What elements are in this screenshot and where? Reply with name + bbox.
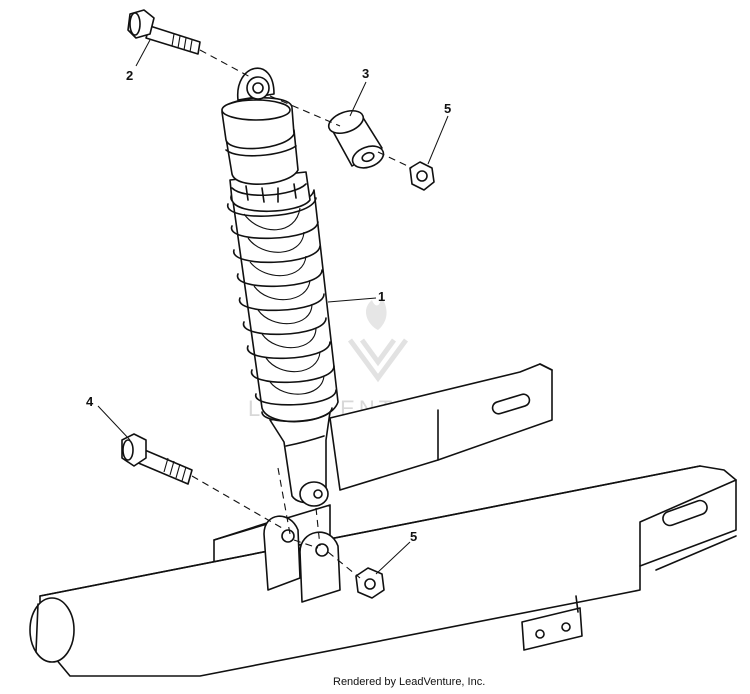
callouts: 2 3 5 1 4 5 — [86, 39, 451, 575]
lower-bolt — [121, 433, 193, 485]
nut-upper — [409, 161, 435, 191]
render-credit: Rendered by LeadVenture, Inc. — [333, 676, 486, 688]
nut-lower — [355, 567, 385, 599]
callout-1: 1 — [378, 289, 385, 304]
callout-5-upper: 5 — [444, 101, 451, 116]
callout-4: 4 — [86, 394, 94, 409]
upper-bolt — [127, 9, 201, 55]
callout-5-lower: 5 — [410, 529, 417, 544]
callout-2: 2 — [126, 68, 133, 83]
shock-mount-brackets — [263, 515, 341, 603]
assembly-lines — [191, 49, 413, 579]
callout-3: 3 — [362, 66, 369, 81]
spring-coils — [227, 197, 337, 423]
spacer — [327, 109, 385, 169]
swing-arm — [29, 363, 737, 677]
shock-absorber — [221, 67, 339, 507]
